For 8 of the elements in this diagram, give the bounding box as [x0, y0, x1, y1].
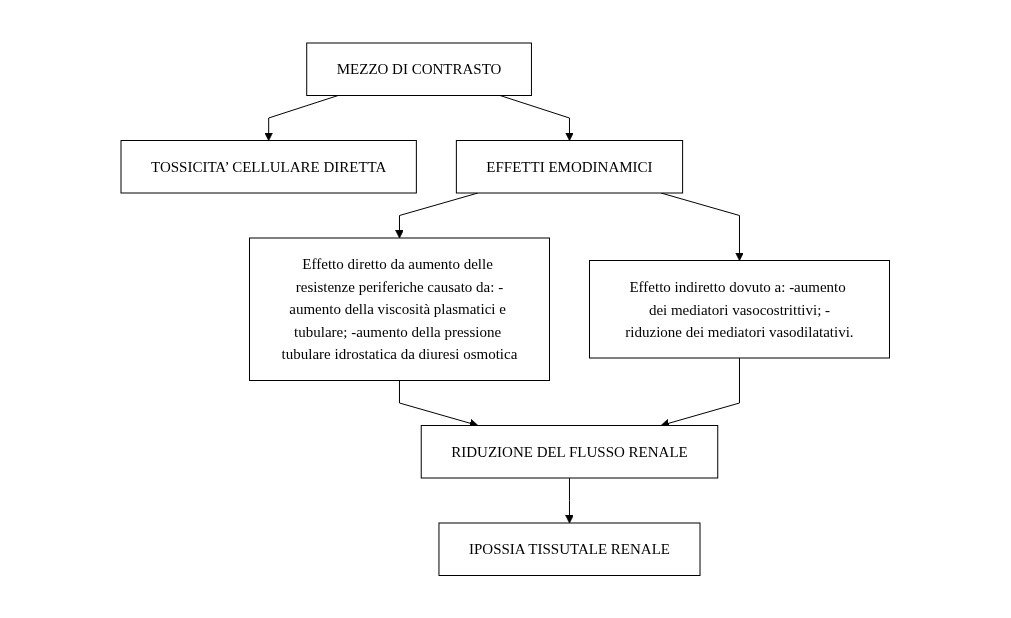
node-box: MEZZO DI CONTRASTO: [306, 42, 533, 96]
node-box: IPOSSIA TISSUTALE RENALE: [438, 522, 701, 576]
node-box: RIDUZIONE DEL FLUSSO RENALE: [421, 424, 719, 479]
node-box: Effetto indiretto dovuto a: -aumento dei mediatori vasocostrittivi; -riduzione dei mediatori vasodilatativi.: [589, 259, 891, 359]
node-box: Effetto diretto da aumento delle resistenze periferiche causato da: -aumento della viscosità plasmatici e tubulare; -aumento della pressione tubulare idrostatica da diuresi osmotica: [249, 237, 551, 381]
node-box: TOSSICITA’ CELLULARE DIRETTA: [120, 139, 418, 194]
arrow: [565, 477, 575, 524]
node-box: EFFETTI EMODINAMICI: [456, 139, 684, 194]
